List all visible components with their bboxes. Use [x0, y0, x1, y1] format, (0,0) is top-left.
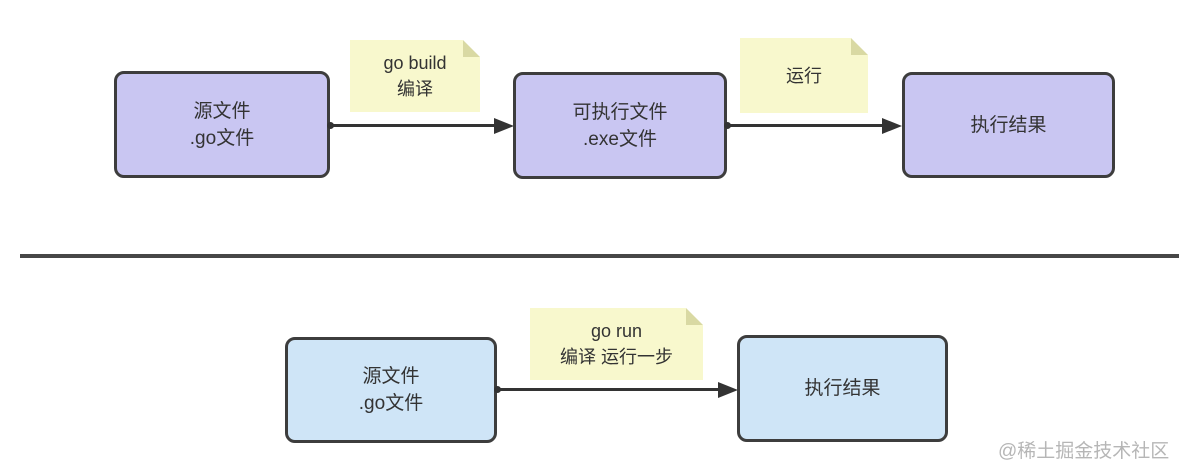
arrow-line: [330, 124, 495, 127]
note-go-build: go build 编译: [350, 40, 480, 112]
note-label-line: 运行: [786, 65, 822, 86]
note-label-line: 编译 运行一步: [559, 347, 673, 367]
note-label-line: 编译: [397, 79, 433, 99]
arrow-line: [727, 124, 883, 127]
note-go-run: go run 编译 运行一步: [530, 308, 703, 380]
node-label-line: 源文件: [362, 366, 420, 387]
node-result-build: 执行结果: [902, 72, 1115, 178]
node-label-line: 可执行文件: [572, 101, 668, 123]
arrow-head-icon: [494, 118, 514, 134]
arrow-head-icon: [718, 382, 738, 398]
node-result-run: 执行结果: [737, 335, 948, 442]
node-source-file-build: 源文件 .go文件: [114, 71, 330, 178]
note-label-line: go build: [383, 53, 447, 73]
arrow-head-icon: [882, 118, 902, 134]
arrow-line: [497, 388, 719, 391]
note-run: 运行: [740, 38, 868, 113]
node-label-line: 执行结果: [804, 378, 881, 399]
node-label-line: 执行结果: [970, 114, 1047, 136]
node-executable-file: 可执行文件 .exe文件: [513, 72, 727, 179]
node-label-line: .exe文件: [583, 128, 657, 150]
section-divider: [20, 254, 1179, 258]
node-source-file-run: 源文件 .go文件: [285, 337, 497, 443]
node-label-line: 源文件: [193, 100, 251, 122]
node-label-line: .go文件: [189, 127, 255, 149]
note-label-line: go run: [590, 321, 643, 341]
watermark-credit: @稀土掘金技术社区: [998, 441, 1170, 462]
node-label-line: .go文件: [358, 393, 424, 414]
